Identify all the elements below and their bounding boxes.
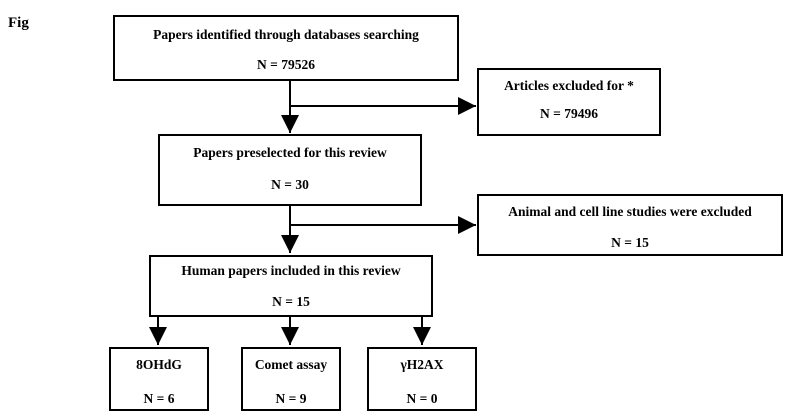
box-comet: Comet assay N = 9 <box>241 347 341 411</box>
box-animal-title: Animal and cell line studies were exclud… <box>508 204 752 219</box>
box-ohdg: 8OHdG N = 6 <box>109 347 209 411</box>
box-preselected-count: N = 30 <box>271 177 309 192</box>
box-comet-title: Comet assay <box>254 357 328 372</box>
box-preselected-title: Papers preselected for this review <box>193 145 387 160</box>
box-human: Human papers included in this review N =… <box>149 255 433 317</box>
box-human-count: N = 15 <box>272 294 310 309</box>
box-animal-count: N = 15 <box>611 235 649 250</box>
figure-label: Fig <box>8 15 29 31</box>
box-identified-title: Papers identified through databases sear… <box>153 27 419 42</box>
box-ohdg-count: N = 6 <box>143 391 175 406</box>
box-excluded: Articles excluded for * N = 79496 <box>477 68 661 136</box>
box-excluded-count: N = 79496 <box>540 106 598 121</box>
box-preselected: Papers preselected for this review N = 3… <box>158 134 422 206</box>
box-h2ax: γH2AX N = 0 <box>367 347 477 411</box>
box-identified: Papers identified through databases sear… <box>113 15 459 81</box>
box-comet-count: N = 9 <box>275 391 307 406</box>
box-excluded-title: Articles excluded for * <box>504 78 634 93</box>
box-h2ax-title: γH2AX <box>400 357 444 372</box>
box-human-title: Human papers included in this review <box>181 263 401 278</box>
box-animal: Animal and cell line studies were exclud… <box>477 194 783 256</box>
box-identified-count: N = 79526 <box>257 57 315 72</box>
box-ohdg-title: 8OHdG <box>136 357 182 372</box>
box-h2ax-count: N = 0 <box>406 391 438 406</box>
